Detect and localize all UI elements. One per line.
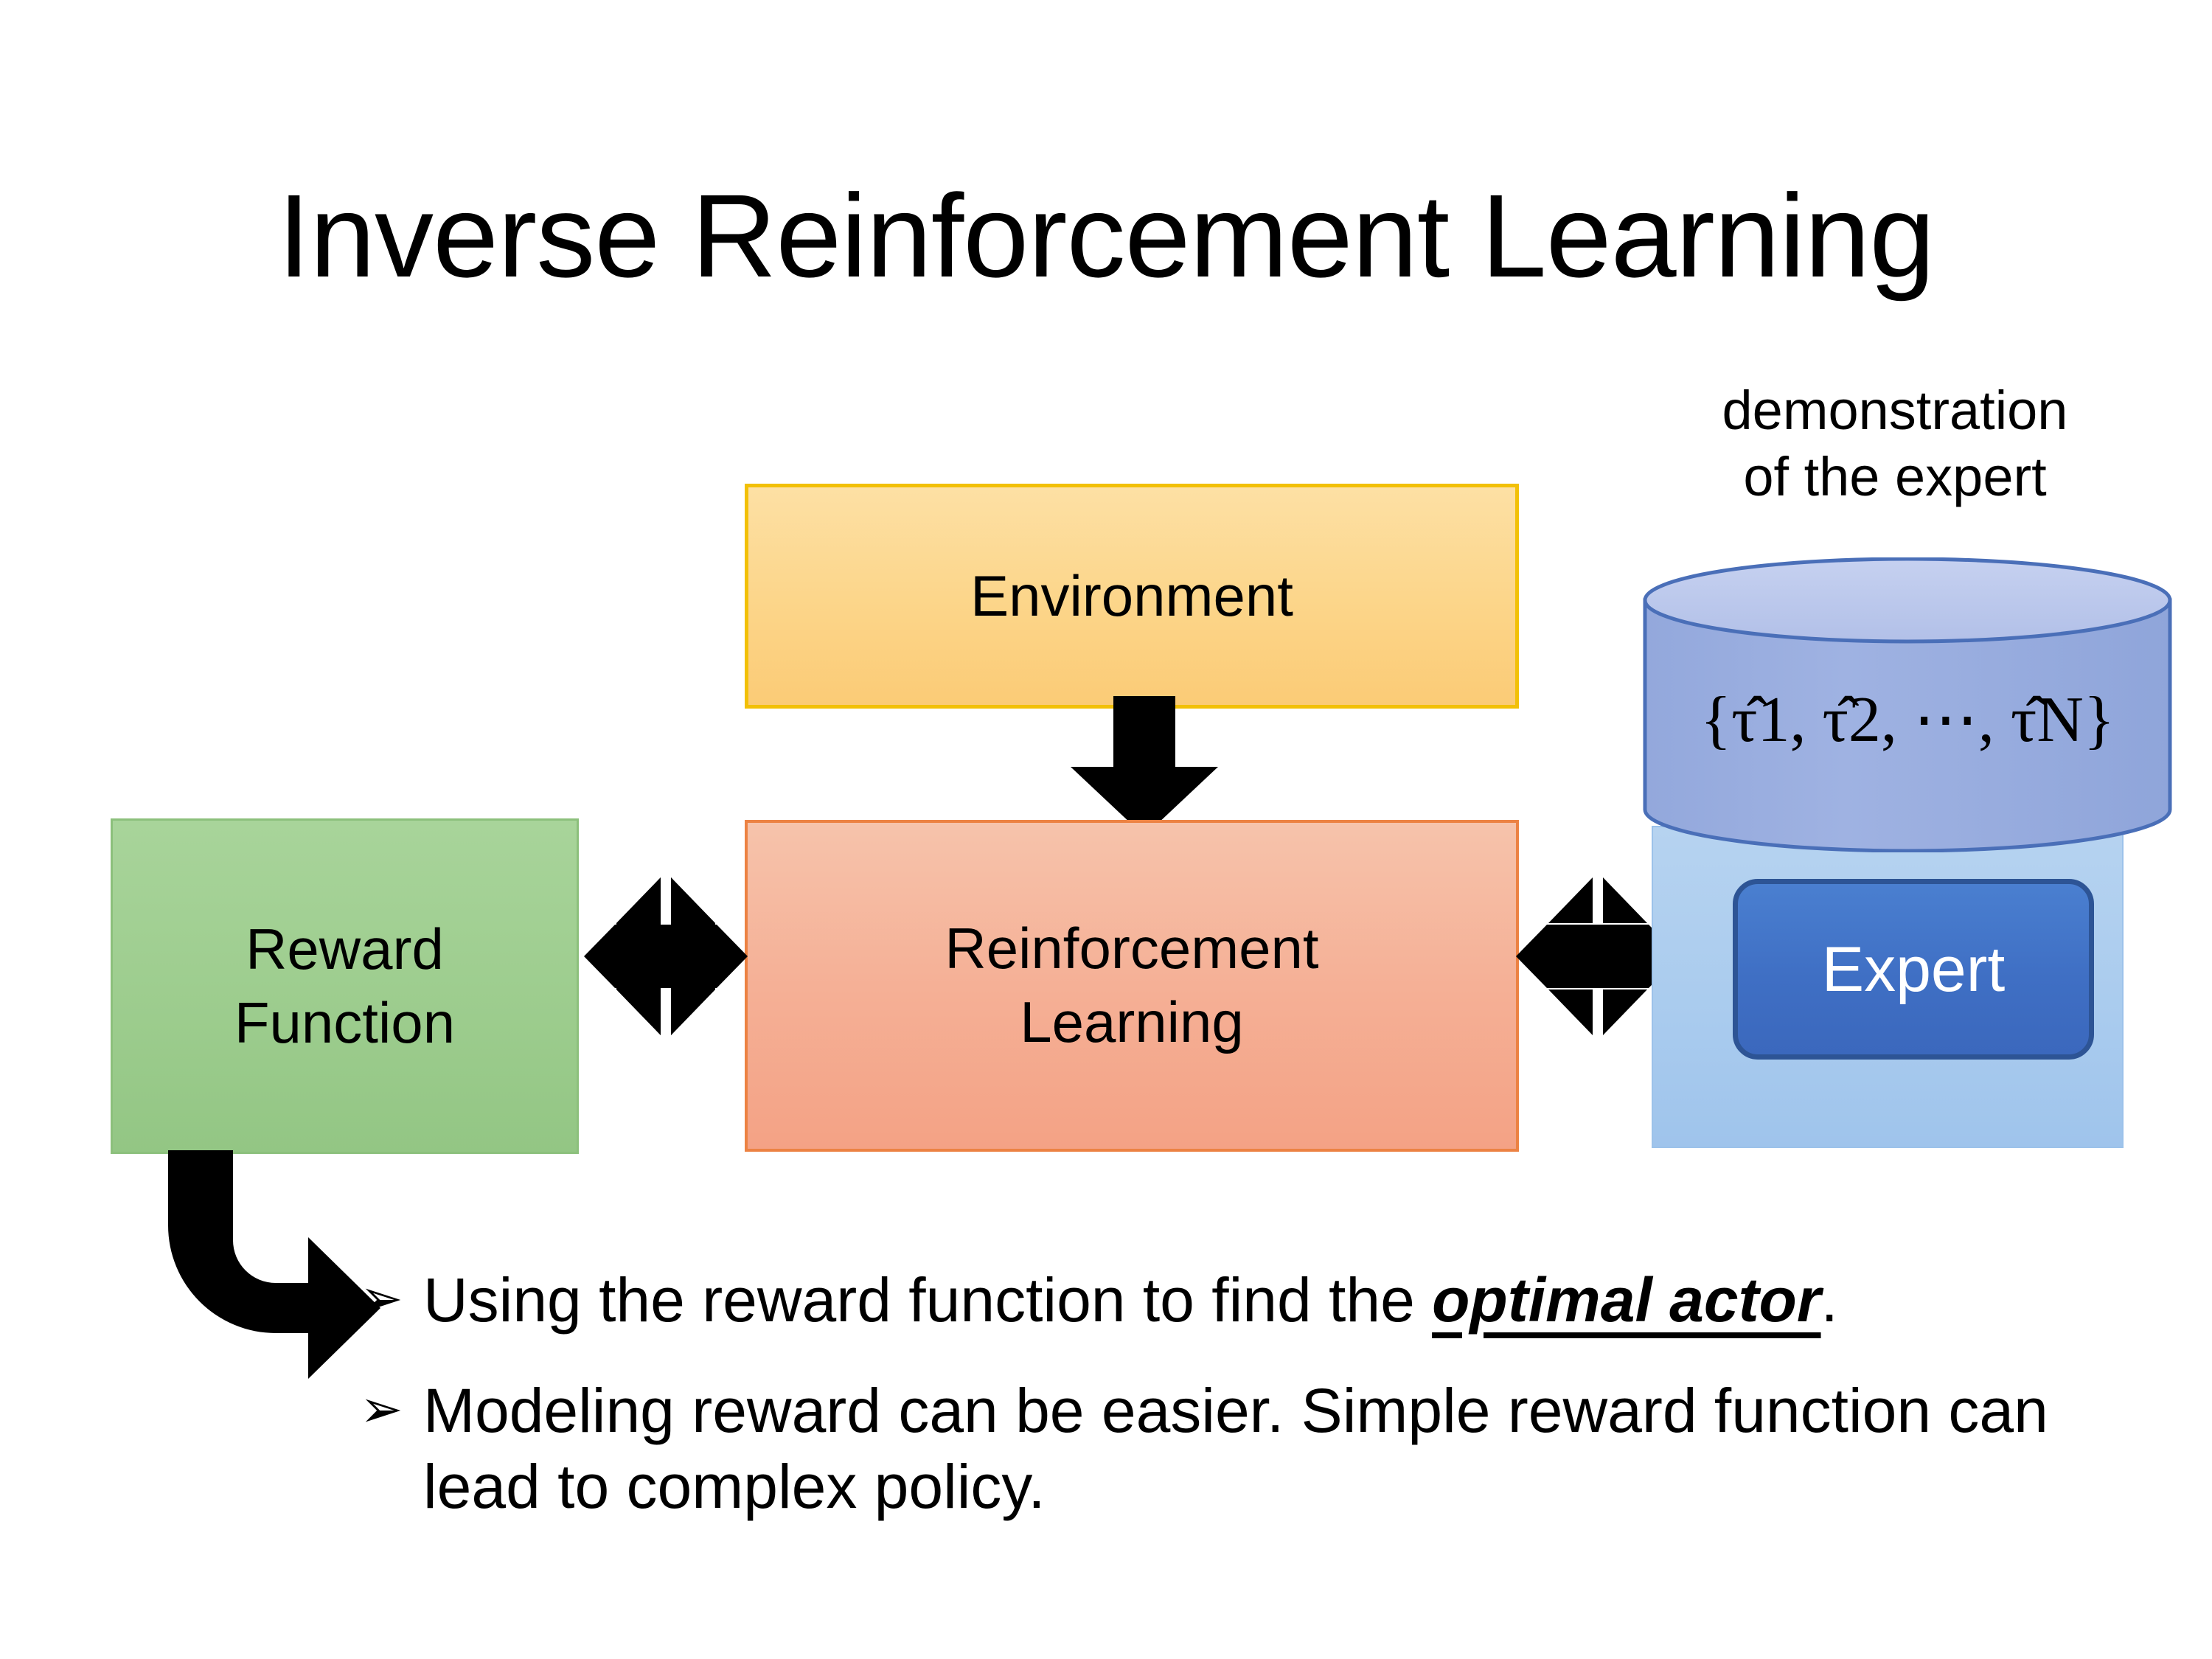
arrow-down-icon — [1071, 696, 1218, 836]
reinforcement-learning-box[interactable]: Reinforcement Learning — [745, 820, 1519, 1152]
four-way-arrow-icon — [581, 872, 751, 1041]
bullet-0-before: Using the reward function to find the — [423, 1265, 1433, 1335]
bullet-arrow-icon: ➢ — [360, 1270, 403, 1327]
reinforcement-learning-box-label: Reinforcement Learning — [945, 912, 1318, 1060]
environment-box-label: Environment — [970, 563, 1293, 628]
reward-function-box-label: Reward Function — [234, 913, 455, 1060]
expert-demonstration-caption: demonstration of the expert — [1630, 378, 2160, 511]
list-item: ➢ Modeling reward can be easier. Simple … — [360, 1373, 2144, 1524]
bullet-list: ➢ Using the reward function to find the … — [360, 1262, 2144, 1559]
expert-box-label: Expert — [1821, 933, 2006, 1005]
bullet-arrow-icon: ➢ — [360, 1380, 403, 1439]
expert-caption-line1: demonstration — [1722, 380, 2068, 441]
expert-caption-line2: of the expert — [1743, 446, 2047, 508]
list-item: ➢ Using the reward function to find the … — [360, 1262, 2144, 1338]
page-title: Inverse Reinforcement Learning — [277, 170, 1935, 302]
reward-label-line2: Function — [234, 990, 456, 1055]
environment-box[interactable]: Environment — [745, 484, 1519, 709]
bullet-1-before: Modeling reward can be easier. Simple re… — [423, 1376, 2048, 1521]
elbow-arrow-icon — [168, 1150, 382, 1379]
demonstration-cylinder[interactable]: {τ̂1, τ̂2, ⋯, τ̂N} — [1643, 557, 2172, 852]
rl-label-line1: Reinforcement — [945, 916, 1319, 981]
bullet-0-emphasis: optimal actor — [1432, 1265, 1821, 1335]
four-way-arrow-icon — [1513, 872, 1683, 1041]
reward-function-box[interactable]: Reward Function — [111, 818, 579, 1154]
reward-label-line1: Reward — [246, 916, 444, 981]
bullet-text: Modeling reward can be easier. Simple re… — [423, 1373, 2144, 1524]
bullet-0-after: . — [1820, 1265, 1838, 1335]
rl-label-line2: Learning — [1020, 990, 1244, 1054]
bullet-text: Using the reward function to find the op… — [423, 1262, 2144, 1338]
expert-box[interactable]: Expert — [1733, 879, 2094, 1060]
